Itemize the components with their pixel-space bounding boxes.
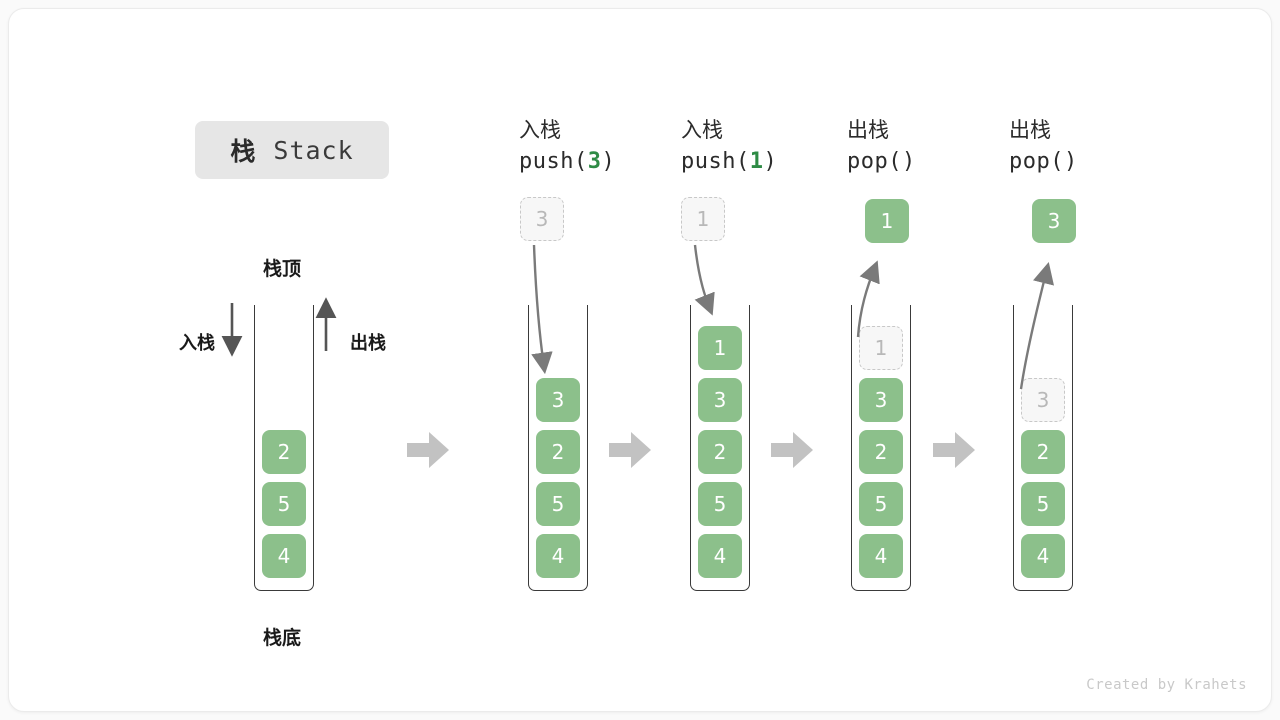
stack-element: 4 <box>536 534 580 578</box>
stack-cells: 1 3 2 5 4 <box>852 326 910 586</box>
stack-element: 4 <box>262 534 306 578</box>
stack-element: 2 <box>1021 430 1065 474</box>
header-label-cn: 出栈 <box>1009 118 1051 142</box>
header-label-cn: 入栈 <box>681 118 723 142</box>
header-operation: push(3) <box>519 149 616 174</box>
transition-arrow-2 <box>609 432 651 468</box>
stack-element: 3 <box>859 378 903 422</box>
push-arg-value: 1 <box>749 149 764 174</box>
stack-cells: 3 2 5 4 <box>529 378 587 586</box>
stack-element: 5 <box>1021 482 1065 526</box>
stack-element-leaving: 3 <box>1021 378 1065 422</box>
push-1-arrow <box>693 244 715 316</box>
transition-arrow-4 <box>933 432 975 468</box>
title-chinese: 栈 <box>230 137 256 166</box>
stack-element: 4 <box>698 534 742 578</box>
stack-element: 4 <box>859 534 903 578</box>
stack-element: 3 <box>536 378 580 422</box>
header-operation: push(1) <box>681 149 778 174</box>
stack-element: 1 <box>698 326 742 370</box>
stack-container-push-1: 1 3 2 5 4 <box>690 305 750 591</box>
pop-side-label: 出栈 <box>350 333 386 354</box>
popped-element-3: 3 <box>1032 199 1076 243</box>
header-operation: pop() <box>1009 149 1078 174</box>
transition-arrow-1 <box>407 432 449 468</box>
stack-bottom-label: 栈底 <box>263 627 302 649</box>
push-side-label: 入栈 <box>179 333 215 354</box>
column-header-pop-1: 出栈 pop() <box>847 115 1057 179</box>
title-english: Stack <box>257 135 354 165</box>
credit-text: Created by Krahets <box>1086 677 1247 693</box>
stack-container-push-3: 3 2 5 4 <box>528 305 588 591</box>
stack-element: 3 <box>698 378 742 422</box>
stack-cells: 3 2 5 4 <box>1014 378 1072 586</box>
popped-element-1: 1 <box>865 199 909 243</box>
header-operation: pop() <box>847 149 916 174</box>
stack-cells: 2 5 4 <box>255 430 313 586</box>
stack-title-badge: 栈 Stack <box>195 121 389 179</box>
stack-container-pop-3: 3 2 5 4 <box>1013 305 1073 591</box>
stack-element: 5 <box>859 482 903 526</box>
diagram-card: 栈 Stack 栈顶 栈底 入栈 出栈 入栈 push(3) 入栈 push(1… <box>8 8 1272 712</box>
header-label-cn: 入栈 <box>519 118 561 142</box>
stack-container-pop-1: 1 3 2 5 4 <box>851 305 911 591</box>
pending-push-element-1: 1 <box>681 197 725 241</box>
stack-element: 2 <box>262 430 306 474</box>
stack-element: 2 <box>859 430 903 474</box>
column-header-push-1: 入栈 push(1) <box>681 115 891 179</box>
transition-arrow-3 <box>771 432 813 468</box>
stack-element: 2 <box>698 430 742 474</box>
stack-top-label: 栈顶 <box>263 258 302 280</box>
pending-push-element-3: 3 <box>520 197 564 241</box>
stack-element: 5 <box>536 482 580 526</box>
stack-element: 2 <box>536 430 580 474</box>
stack-element: 4 <box>1021 534 1065 578</box>
column-header-push-3: 入栈 push(3) <box>519 115 729 179</box>
stack-element-leaving: 1 <box>859 326 903 370</box>
column-header-pop-3: 出栈 pop() <box>1009 115 1219 179</box>
push-arg-value: 3 <box>587 149 602 174</box>
stack-cells: 1 3 2 5 4 <box>691 326 749 586</box>
stack-element: 5 <box>262 482 306 526</box>
header-label-cn: 出栈 <box>847 118 889 142</box>
stack-element: 5 <box>698 482 742 526</box>
stack-container-initial: 2 5 4 <box>254 305 314 591</box>
